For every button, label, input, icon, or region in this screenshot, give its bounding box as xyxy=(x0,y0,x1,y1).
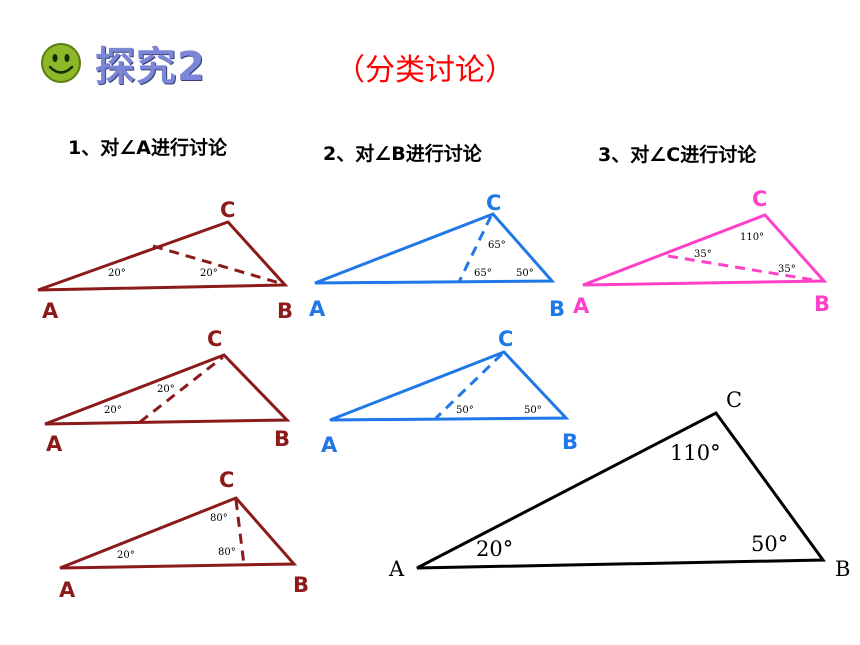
vertex-a: A xyxy=(321,433,338,457)
angle-label: 50° xyxy=(456,405,474,416)
triangle-a2 xyxy=(44,353,291,426)
vertex-b: B xyxy=(277,299,293,323)
angle-label: 110° xyxy=(670,441,721,465)
angle-label: 65° xyxy=(474,268,492,279)
smiley-icon xyxy=(41,43,81,83)
vertex-a: A xyxy=(573,294,590,318)
triangle-b1 xyxy=(314,212,556,285)
angle-label: 20° xyxy=(104,405,122,416)
triangle-c1 xyxy=(582,213,828,287)
triangle-a1 xyxy=(37,220,289,292)
vertex-b: B xyxy=(274,427,290,451)
vertex-a: A xyxy=(42,299,59,323)
vertex-c: C xyxy=(726,388,742,412)
angle-label: 50° xyxy=(516,268,534,279)
vertex-b: B xyxy=(293,573,309,597)
vertex-c: C xyxy=(220,198,235,222)
vertex-c: C xyxy=(207,327,222,351)
vertex-c: C xyxy=(752,187,767,211)
case-label-b: 2、对∠B进行讨论 xyxy=(323,143,482,165)
triangle-main xyxy=(416,411,826,570)
page-title: 探究2 xyxy=(95,44,206,90)
vertex-a: A xyxy=(309,297,326,321)
angle-label: 20° xyxy=(157,384,175,395)
angle-label: 80° xyxy=(210,513,228,524)
triangle-b2 xyxy=(329,350,570,422)
angle-label: 110° xyxy=(740,232,764,243)
vertex-b: B xyxy=(562,430,578,454)
vertex-a: A xyxy=(388,557,405,581)
case-label-c: 3、对∠C进行讨论 xyxy=(598,144,757,166)
angle-label: 50° xyxy=(751,532,788,556)
vertex-a: A xyxy=(59,578,76,602)
case-label-a: 1、对∠A进行讨论 xyxy=(68,137,227,159)
vertex-c: C xyxy=(498,327,513,351)
angle-label: 65° xyxy=(488,240,506,251)
angle-label: 35° xyxy=(778,264,796,275)
angle-label: 80° xyxy=(218,547,236,558)
angle-label: 35° xyxy=(694,249,712,260)
vertex-b: B xyxy=(835,557,850,581)
triangle-a3 xyxy=(59,496,298,570)
vertex-c: C xyxy=(219,468,234,492)
vertex-c: C xyxy=(486,191,501,215)
angle-label: 20° xyxy=(476,537,513,561)
angle-label: 50° xyxy=(524,405,542,416)
vertex-b: B xyxy=(549,297,565,321)
angle-label: 20° xyxy=(200,268,218,279)
angle-label: 20° xyxy=(117,550,135,561)
page-subtitle: （分类讨论） xyxy=(335,53,515,88)
vertex-b: B xyxy=(814,292,830,316)
angle-label: 20° xyxy=(108,268,126,279)
vertex-a: A xyxy=(46,432,63,456)
